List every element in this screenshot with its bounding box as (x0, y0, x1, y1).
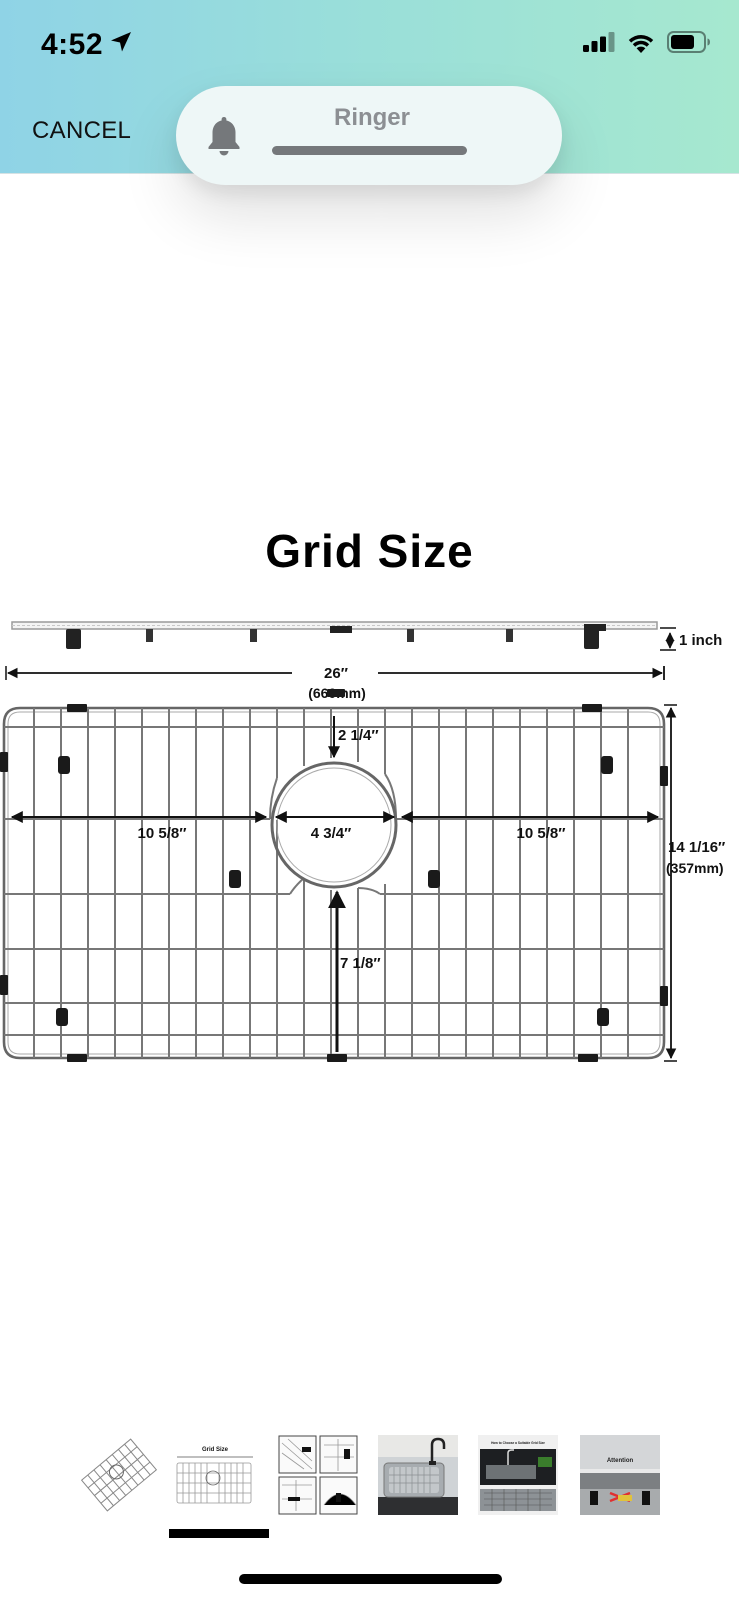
wifi-icon (627, 32, 655, 58)
home-indicator[interactable] (239, 1574, 502, 1584)
cancel-button[interactable]: CANCEL (32, 117, 132, 144)
dim-width: 26′′ (324, 665, 348, 682)
thumbnail-grid-size-caption: Grid Size (202, 1447, 229, 1453)
sink-grid-diagram: 1 inch 26′′ (660mm) 2 (0, 621, 726, 1062)
ringer-label: Ringer (333, 104, 410, 131)
dim-top-to-hole: 2 1/4′′ (338, 727, 379, 744)
thumbnail-sink-photo[interactable] (378, 1435, 458, 1515)
ringer-volume-bar (272, 146, 467, 155)
thumbnail-strip: Grid Size (0, 1435, 739, 1525)
thumbnail-attention-caption: Attention (607, 1458, 634, 1464)
grid-wires (2, 706, 666, 1060)
ringer-volume-hud: Ringer (176, 86, 562, 185)
image-title: Grid Size (265, 525, 474, 577)
dim-depth: 14 1/16′′ (668, 839, 726, 856)
status-icons (583, 31, 711, 58)
dim-hole-diameter: 4 3/4′′ (311, 825, 352, 842)
thumbnail-feet-closeup[interactable] (278, 1435, 358, 1515)
status-time: 4:52 (41, 28, 133, 62)
dim-right-to-hole: 10 5/8′′ (517, 825, 566, 842)
dim-thickness: 1 inch (679, 632, 722, 649)
thumbnail-grid-size[interactable]: Grid Size (175, 1435, 255, 1515)
thumbnail-grid-angled[interactable] (79, 1435, 159, 1515)
location-arrow-icon (109, 28, 133, 62)
thumbnail-how-to-choose[interactable]: How to Choose a Suitable Grid Size (478, 1435, 558, 1515)
selected-thumbnail-indicator (169, 1529, 269, 1538)
dim-hole-to-bottom: 7 1/8′′ (340, 955, 381, 972)
cellular-signal-icon (583, 32, 615, 57)
dim-left-to-hole: 10 5/8′′ (138, 825, 187, 842)
thumbnail-attention[interactable]: Attention (580, 1435, 660, 1515)
dim-depth-mm: (357mm) (666, 860, 724, 876)
clock-time: 4:52 (41, 28, 104, 61)
thumbnail-how-to-choose-caption: How to Choose a Suitable Grid Size (491, 1441, 545, 1445)
bell-icon (206, 115, 242, 162)
grid-side-profile (11, 621, 658, 649)
battery-icon (667, 31, 711, 58)
